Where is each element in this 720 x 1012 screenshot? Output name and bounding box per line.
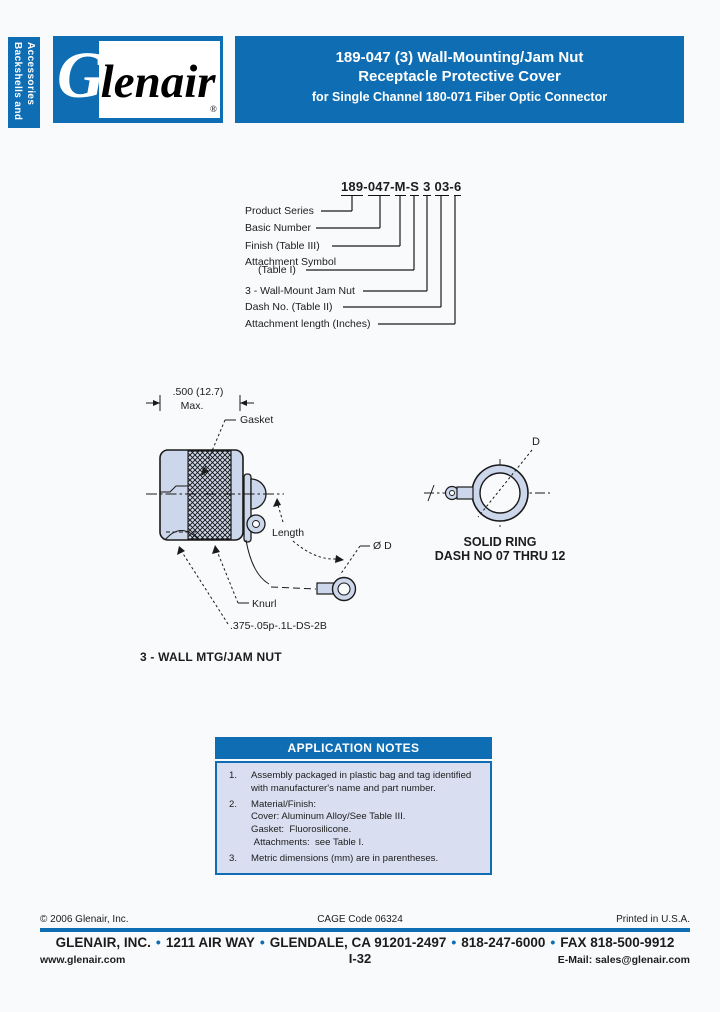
company-name: GLENAIR, INC.: [55, 935, 151, 950]
title-line2: Receptacle Protective Cover: [358, 68, 561, 85]
pn-length: 6: [453, 179, 462, 196]
note-number: 3.: [229, 852, 238, 864]
title-line3: for Single Channel 180-071 Fiber Optic C…: [311, 90, 608, 104]
note-text: Material/Finish: Cover: Aluminum Alloy/S…: [251, 798, 406, 848]
title-line1: 189-047 (3) Wall-Mounting/Jam Nut: [335, 49, 584, 66]
glenair-logo-inner-panel: [99, 41, 220, 118]
dimension-value: .500 (12.7): [172, 386, 224, 398]
cage-code: CAGE Code 06324: [317, 914, 403, 925]
ring-caption-line1: SOLID RING: [463, 535, 537, 549]
logo-letter-g: G: [57, 39, 105, 112]
page-title-banner: 189-047 (3) Wall-Mounting/Jam Nut Recept…: [235, 36, 684, 123]
breakdown-label-basic-number: Basic Number: [245, 222, 311, 234]
pn-basic: 047: [367, 179, 391, 196]
sidebar-category-line2: Accessories: [25, 42, 36, 106]
pn-sep: -: [405, 179, 411, 194]
bullet-separator: •: [451, 934, 457, 950]
breakdown-label-attachment-length: Attachment length (Inches): [245, 318, 371, 330]
bullet-separator: •: [259, 934, 265, 950]
pn-breakdown-lines: [306, 196, 456, 325]
label-diameter: Ø D: [373, 540, 392, 552]
note-text: Metric dimensions (mm) are in parenthese…: [251, 852, 439, 864]
sidebar-category-label: Backshells and Accessories: [8, 37, 40, 125]
application-notes-title: APPLICATION NOTES: [215, 737, 492, 759]
pn-dash-no: 03: [434, 179, 450, 196]
breakdown-label-table-i: (Table I): [258, 264, 296, 276]
email-address: E-Mail: sales@glenair.com: [557, 954, 690, 966]
pn-sep: -: [390, 179, 395, 194]
solid-ring-drawing: [424, 449, 550, 527]
copyright-text: © 2006 Glenair, Inc.: [40, 914, 129, 925]
drawing-caption: 3 - WALL MTG/JAM NUT: [140, 650, 282, 664]
breakdown-label-wall-mount-jam-nut: 3 - Wall-Mount Jam Nut: [245, 285, 355, 297]
sidebar-category-line1: Backshells and: [12, 42, 23, 121]
application-notes-body: 1. Assembly packaged in plastic bag and …: [215, 761, 492, 875]
label-gasket: Gasket: [240, 414, 274, 426]
street-address: 1211 AIR WAY: [165, 935, 255, 950]
website-url: www.glenair.com: [40, 954, 126, 966]
pn-sep: -: [449, 179, 454, 194]
note-text: Assembly packaged in plastic bag and tag…: [251, 770, 474, 794]
bullet-separator: •: [155, 934, 161, 950]
note-item-3: 3. Metric dimensions (mm) are in parenth…: [229, 853, 482, 866]
pn-series: 189: [341, 179, 364, 196]
phone-number: 818-247-6000: [461, 935, 546, 950]
breakdown-label-dash-no: Dash No. (Table II): [245, 301, 333, 313]
application-notes-box: APPLICATION NOTES 1. Assembly packaged i…: [215, 737, 492, 875]
pn-style: 3: [423, 179, 431, 196]
pn-finish: M: [394, 179, 406, 196]
label-length: Length: [272, 527, 305, 539]
thread-spec: .375-.05p-.1L-DS-2B: [230, 620, 327, 632]
note-item-2: 2. Material/Finish: Cover: Aluminum Allo…: [229, 799, 482, 850]
ring-diameter-label: D: [532, 436, 540, 448]
breakdown-label-attachment-symbol: Attachment Symbol: [245, 256, 337, 268]
pn-sep: -: [363, 179, 368, 194]
cover-body-drawing: [146, 395, 370, 625]
note-number: 2.: [229, 798, 238, 810]
footer-address-line: GLENAIR, INC. • 1211 AIR WAY • GLENDALE, CA …: [40, 934, 690, 950]
note-item-1: 1. Assembly packaged in plastic bag and …: [229, 770, 482, 796]
breakdown-label-product-series: Product Series: [245, 205, 314, 217]
pn-attach-symbol: S: [410, 179, 420, 196]
footer-divider: [40, 928, 690, 932]
label-knurl: Knurl: [252, 598, 277, 610]
page-number: I-32: [348, 951, 372, 966]
registered-trademark-symbol: ®: [210, 104, 217, 114]
bullet-separator: •: [550, 934, 556, 950]
fax-number: FAX 818-500-9912: [560, 935, 675, 950]
logo-letters-rest: lenair: [100, 56, 216, 108]
city-state-zip: GLENDALE, CA 91201-2497: [269, 935, 447, 950]
note-number: 1.: [229, 770, 238, 781]
sidebar-category-tab: Backshells and Accessories: [8, 37, 40, 128]
ring-caption-line2: DASH NO 07 THRU 12: [434, 549, 566, 563]
dimension-qualifier: Max.: [180, 400, 204, 412]
breakdown-label-finish: Finish (Table III): [245, 240, 320, 252]
printed-in-usa: Printed in U.S.A.: [616, 914, 690, 925]
